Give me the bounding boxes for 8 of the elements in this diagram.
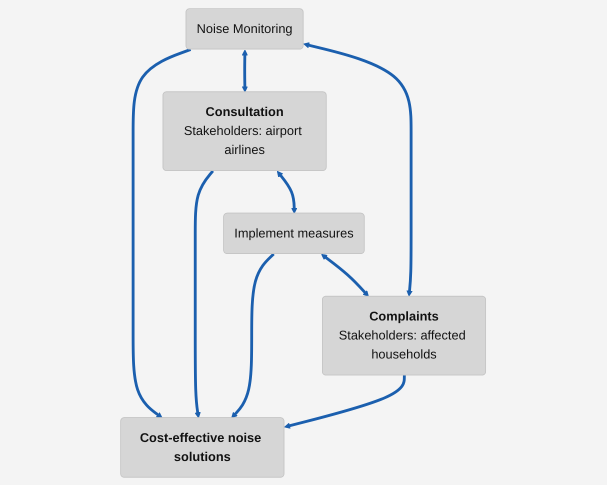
arrow [232, 252, 276, 418]
arrow [284, 374, 406, 428]
arrow [277, 170, 298, 214]
arrow [194, 170, 214, 418]
arrow [321, 253, 370, 296]
arrow [304, 42, 413, 296]
arrow [242, 49, 248, 92]
arrow [132, 48, 192, 418]
